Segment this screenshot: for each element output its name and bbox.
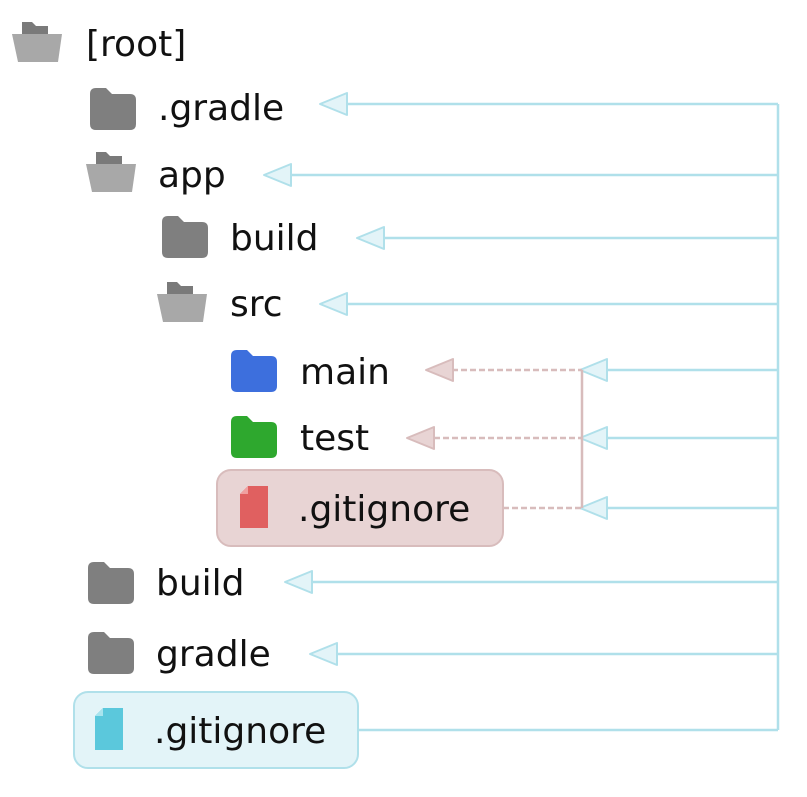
root-gitignore-connectors [290, 102, 780, 732]
arrowhead-to-app-build [356, 226, 385, 250]
folder-icon [90, 88, 136, 130]
arrowhead-to-test [406, 426, 435, 450]
arrowhead-to-root-gradle [309, 642, 338, 666]
tree-label-src-main: main [300, 352, 390, 393]
tree-label-app-build: build [230, 218, 319, 259]
arrowhead-to-app-src [319, 292, 348, 316]
tree-label-app-gitignore: .gitignore [298, 489, 470, 530]
arrowhead-to-main [425, 358, 454, 382]
folder-open-icon [86, 152, 136, 192]
tree-label-app: app [158, 155, 226, 196]
root-gitignore-arrowheads [263, 92, 608, 666]
folder-icon [231, 416, 277, 458]
tree-label-app-src: src [230, 284, 283, 325]
tree-node-src-test[interactable]: test [231, 416, 369, 459]
arrowhead-to-app [263, 163, 292, 187]
tree-node-app[interactable]: app [86, 152, 226, 196]
tree-node-gradle-hidden[interactable]: .gradle [90, 88, 284, 130]
folder-icon [231, 350, 277, 392]
tree-node-src-main[interactable]: main [231, 350, 390, 393]
app-gitignore-connectors [434, 368, 584, 510]
arrowhead-to-root-build [284, 570, 313, 594]
tree-node-app-src[interactable]: src [157, 282, 283, 325]
folder-icon [88, 562, 134, 604]
folder-open-icon [12, 22, 62, 62]
tree-label-root-build: build [156, 563, 245, 604]
tree-label-gradle-hidden: .gradle [158, 88, 284, 129]
tree-node-root-build[interactable]: build [88, 562, 245, 604]
arrowhead-to-test-junction [579, 426, 608, 450]
tree-node-app-build[interactable]: build [162, 216, 319, 259]
arrowhead-to-app-gitignore-junction [579, 496, 608, 520]
tree-label-src-test: test [300, 418, 369, 459]
app-gitignore-arrowheads [406, 358, 454, 450]
tree-node-app-gitignore[interactable]: .gitignore [240, 486, 470, 530]
tree-node-root-gradle[interactable]: gradle [88, 632, 271, 675]
folder-icon [88, 632, 134, 674]
tree-node-root-gitignore[interactable]: .gitignore [95, 708, 326, 752]
tree-label-root-gradle: gradle [156, 634, 271, 675]
folder-open-icon [157, 282, 207, 322]
tree-label-root-gitignore: .gitignore [154, 711, 326, 752]
arrowhead-to-main-junction [579, 358, 608, 382]
arrowhead-to-gradle-hidden [319, 92, 348, 116]
file-icon [240, 486, 268, 528]
tree-node-root[interactable]: [root] [12, 22, 186, 65]
file-icon [95, 708, 123, 750]
tree-label-root: [root] [86, 24, 186, 65]
folder-icon [162, 216, 208, 258]
